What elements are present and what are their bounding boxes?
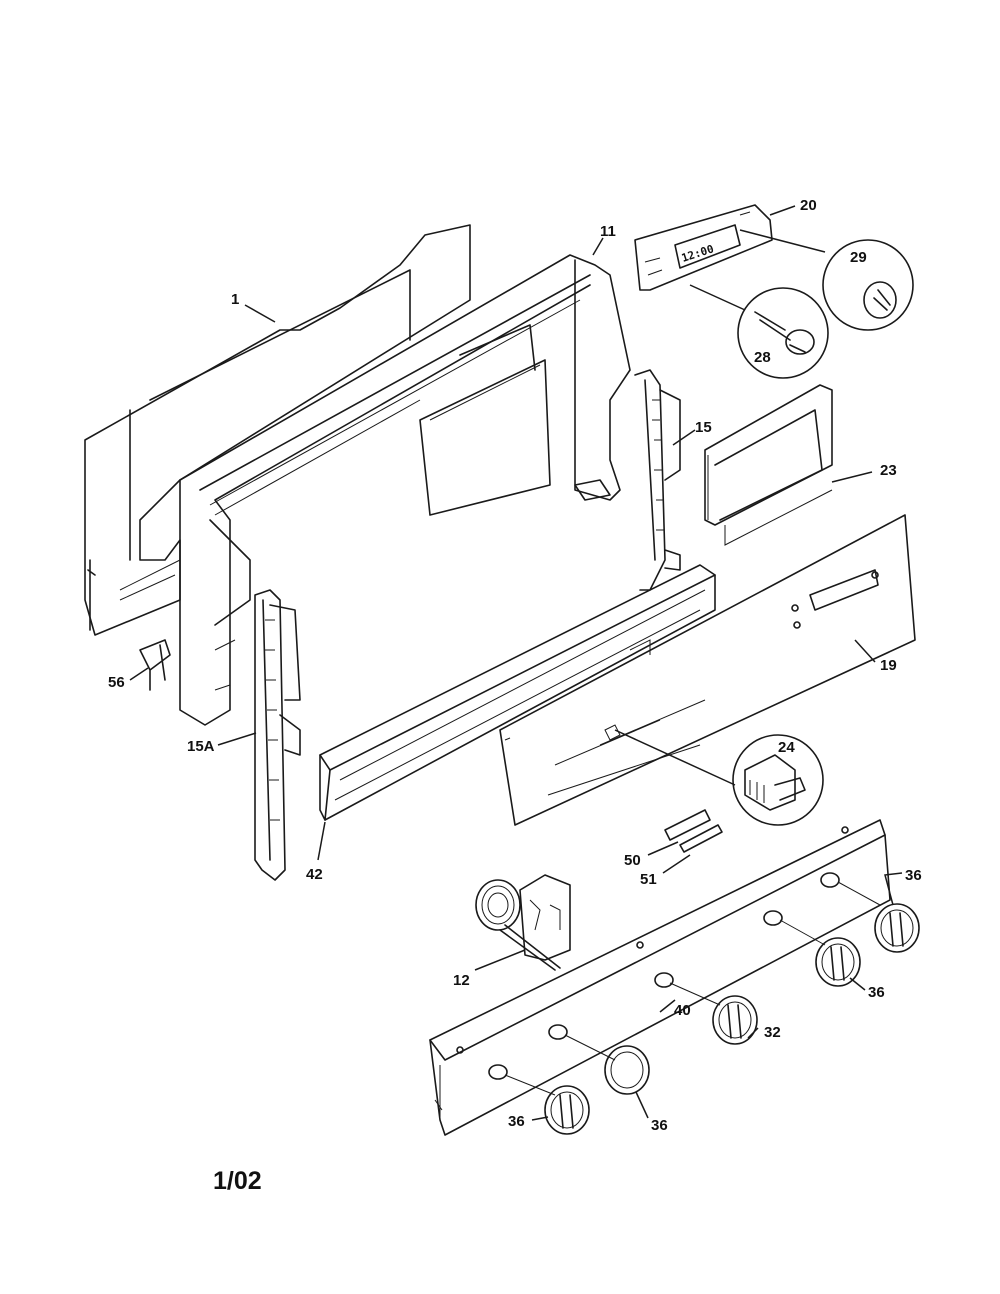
callout-1: 1 xyxy=(231,291,239,308)
callout-15a: 15A xyxy=(187,738,215,755)
callout-24: 24 xyxy=(778,739,795,756)
part-42-trim-rail xyxy=(319,564,716,821)
knob-36-front-left xyxy=(544,1085,590,1135)
part-11-frame xyxy=(179,254,631,726)
part-15a-left-bracket xyxy=(254,589,301,881)
callout-50: 50 xyxy=(624,852,641,869)
part-12-thermostat xyxy=(475,874,571,971)
callout-40: 40 xyxy=(674,1002,691,1019)
part-20-clock: 12:00 xyxy=(634,204,773,291)
callout-12: 12 xyxy=(453,972,470,989)
knob-32-center xyxy=(712,995,758,1045)
callout-19: 19 xyxy=(880,657,897,674)
part-1-rear-panel xyxy=(84,224,471,636)
revision-date: 1/02 xyxy=(213,1167,262,1195)
callout-32: 32 xyxy=(764,1024,781,1041)
knob-36-rear-middle xyxy=(815,937,861,987)
part-40-manifold-panel xyxy=(429,819,891,1136)
part-56-bracket xyxy=(139,639,171,691)
part-23-display-window xyxy=(704,384,833,546)
callout-51: 51 xyxy=(640,871,657,888)
callout-36-front-middle: 36 xyxy=(651,1117,668,1134)
callout-labels: 1 11 20 29 28 15 23 19 56 15A 42 24 50 5… xyxy=(108,197,922,1134)
callout-15: 15 xyxy=(695,419,712,436)
leader-lines xyxy=(129,205,903,1121)
callout-11: 11 xyxy=(600,223,616,240)
callout-36-rear-middle: 36 xyxy=(868,984,885,1001)
part-19-panel-face xyxy=(499,514,916,826)
callout-20: 20 xyxy=(800,197,817,214)
callout-23: 23 xyxy=(880,462,897,479)
callout-29: 29 xyxy=(850,249,867,266)
callout-42: 42 xyxy=(306,866,323,883)
part-29-knob xyxy=(822,239,914,331)
callout-56: 56 xyxy=(108,674,125,691)
callout-28: 28 xyxy=(754,349,771,366)
knob-36-front-middle xyxy=(604,1045,650,1095)
callout-36-front-left: 36 xyxy=(508,1113,525,1130)
part-28-clock-knob xyxy=(737,287,829,379)
part-15-right-bracket xyxy=(634,369,681,591)
knob-36-rear-right xyxy=(874,903,920,953)
part-24-switch xyxy=(732,734,824,826)
part-50-51-strips xyxy=(547,724,723,853)
callout-36-rear-right: 36 xyxy=(905,867,922,884)
